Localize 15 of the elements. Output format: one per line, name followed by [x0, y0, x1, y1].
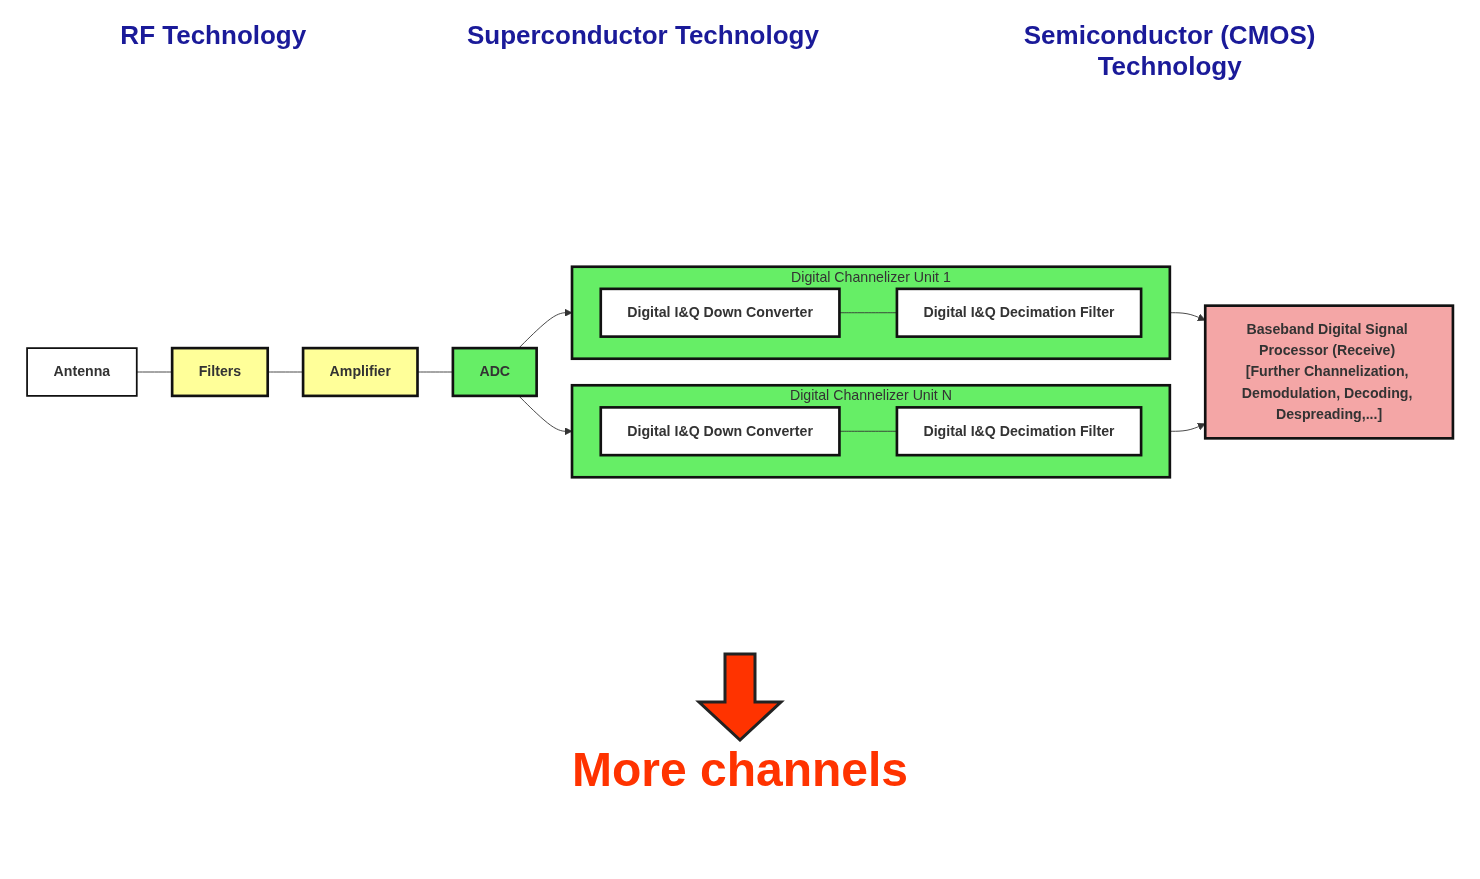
caption-text: More channels — [571, 742, 909, 797]
section-heading: Superconductor Technology — [466, 20, 819, 52]
node-box: Digital I&Q Down Converter — [599, 287, 841, 338]
node-box: Filters — [170, 346, 270, 398]
node-box: Baseband Digital Signal Processor (Receive) [Further Channelization, Demodulation, Decoding, Despreading,...] — [1203, 304, 1455, 440]
node-box: Amplifier — [301, 346, 419, 398]
node-box: Digital I&Q Decimation Filter — [895, 287, 1143, 338]
connector — [267, 371, 304, 373]
connector — [136, 371, 173, 373]
node-box: Digital I&Q Down Converter — [599, 406, 841, 457]
section-heading: Semiconductor (CMOS) Technology — [1022, 20, 1317, 82]
node-box: Digital I&Q Decimation Filter — [895, 406, 1143, 457]
node-box: Antenna — [26, 347, 138, 397]
node-box: ADC — [451, 346, 538, 398]
section-heading: RF Technology — [120, 20, 307, 52]
